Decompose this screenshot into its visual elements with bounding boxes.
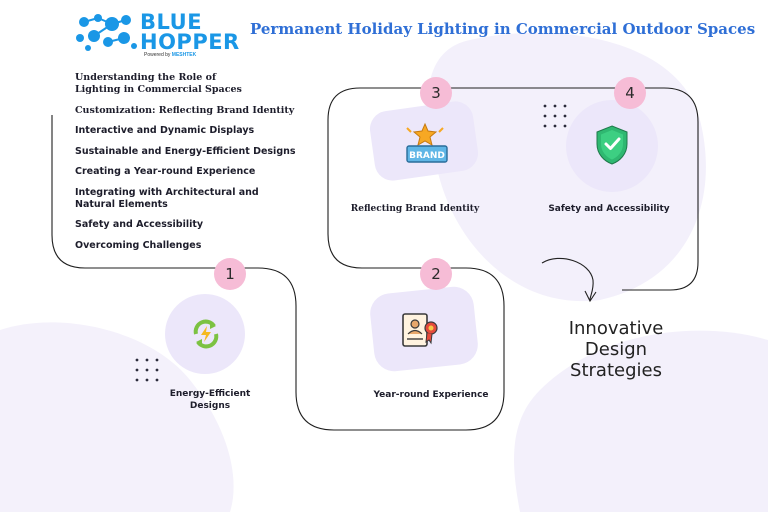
logo-powered-label: Powered by (144, 52, 171, 58)
brand-star-icon: BRAND (406, 122, 448, 163)
logo-word-2: HOPPER (140, 30, 240, 54)
logo-bubbles-icon (76, 14, 137, 51)
dot-grid-decoration (543, 104, 567, 128)
step-badge-3: 3 (420, 77, 452, 109)
page-title: Permanent Holiday Lighting in Commercial… (250, 20, 756, 38)
toc-item[interactable]: Customization: Reflecting Brand Identity (75, 104, 295, 116)
table-of-contents: Understanding the Role of Lighting in Co… (75, 72, 325, 260)
step-badge-1: 1 (214, 258, 246, 290)
heading-line-2: Design (584, 339, 648, 360)
step-label-2: Year-round Experience (373, 390, 489, 400)
brand-logo: BLUE HOPPER Powered by MESHTEK (74, 10, 239, 60)
step-label-1: Energy-Efficient Designs (169, 389, 251, 411)
logo-word-1: BLUE (140, 10, 203, 34)
brand-icon-text: BRAND (409, 151, 445, 161)
toc-item[interactable]: Sustainable and Energy-Efficient Designs (75, 145, 296, 157)
toc-item[interactable]: Integrating with Architectural and Natur… (75, 186, 259, 210)
certificate-icon (402, 313, 438, 347)
step-label-3: Reflecting Brand Identity (350, 204, 480, 214)
heading-line-3: Strategies (570, 360, 662, 381)
dot-grid-decoration (135, 358, 159, 382)
step-badge-4: 4 (614, 77, 646, 109)
diagram-heading: Innovative Design Strategies (546, 318, 686, 381)
toc-item[interactable]: Understanding the Role of Lighting in Co… (75, 72, 242, 95)
toc-item[interactable]: Safety and Accessibility (75, 219, 204, 230)
step-label-4: Safety and Accessibility (548, 204, 670, 214)
logo-powered-by: Powered by MESHTEK (144, 52, 196, 58)
shield-check-icon (596, 125, 628, 165)
toc-item[interactable]: Overcoming Challenges (75, 239, 202, 251)
toc-item[interactable]: Creating a Year-round Experience (75, 166, 256, 177)
energy-recycle-icon (193, 319, 219, 349)
logo-partner: MESHTEK (171, 52, 197, 58)
toc-item[interactable]: Interactive and Dynamic Displays (75, 125, 255, 136)
step-badge-2: 2 (420, 258, 452, 290)
heading-line-1: Innovative (568, 318, 664, 339)
